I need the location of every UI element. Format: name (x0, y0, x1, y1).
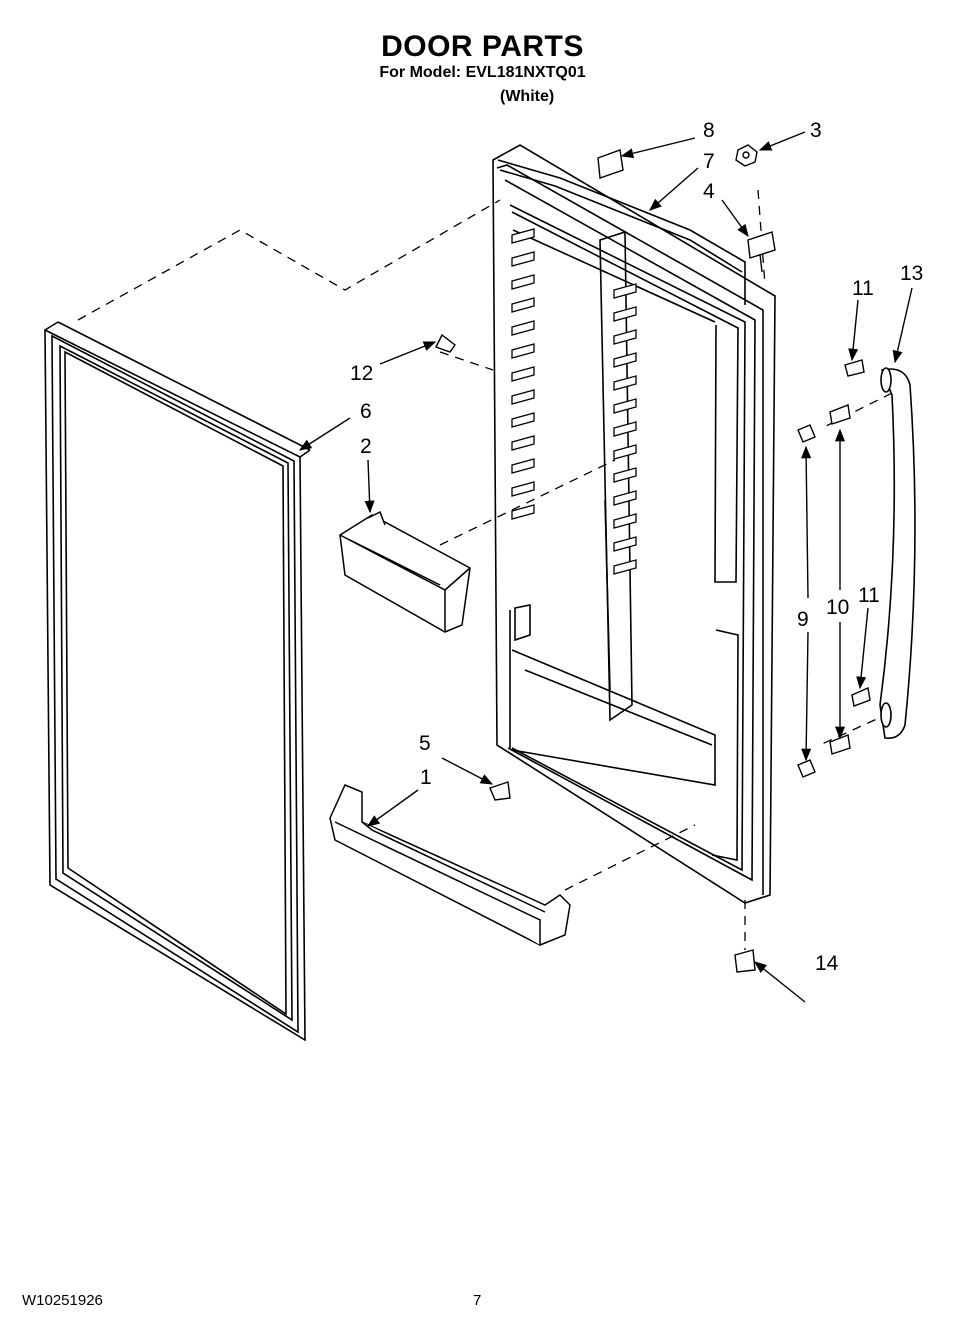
callout-10: 10 (826, 596, 849, 619)
callout-2: 2 (360, 435, 372, 458)
callout-7: 7 (703, 150, 715, 173)
document-number: W10251926 (22, 1292, 103, 1309)
callout-9: 9 (797, 608, 809, 631)
callout-8: 8 (703, 119, 715, 142)
callout-4: 4 (703, 180, 715, 203)
liner-shelf-ridges (511, 228, 637, 575)
door-handle (879, 367, 916, 740)
callout-6: 6 (360, 400, 372, 423)
page-number: 7 (473, 1292, 482, 1309)
callout-13: 13 (900, 262, 923, 285)
callout-labels: 8 3 7 4 11 13 12 6 2 11 10 9 5 1 14 (350, 119, 923, 975)
callout-11-lower: 11 (858, 584, 880, 607)
model-subtitle: For Model: EVL181NXTQ01 (379, 64, 586, 81)
callout-5: 5 (419, 732, 431, 755)
callout-1: 1 (420, 766, 432, 789)
leader-lines (298, 131, 913, 1003)
callout-3: 3 (810, 119, 822, 142)
small-door-bin (339, 510, 471, 633)
callout-14: 14 (815, 952, 839, 975)
door-gasket (44, 321, 311, 1042)
callout-12: 12 (350, 362, 373, 385)
door-liner (492, 144, 776, 904)
lower-door-bin (329, 784, 571, 946)
page-title: DOOR PARTS (381, 30, 584, 63)
small-parts (435, 144, 871, 973)
callout-11-upper: 11 (852, 277, 874, 300)
color-label: (White) (500, 88, 555, 105)
